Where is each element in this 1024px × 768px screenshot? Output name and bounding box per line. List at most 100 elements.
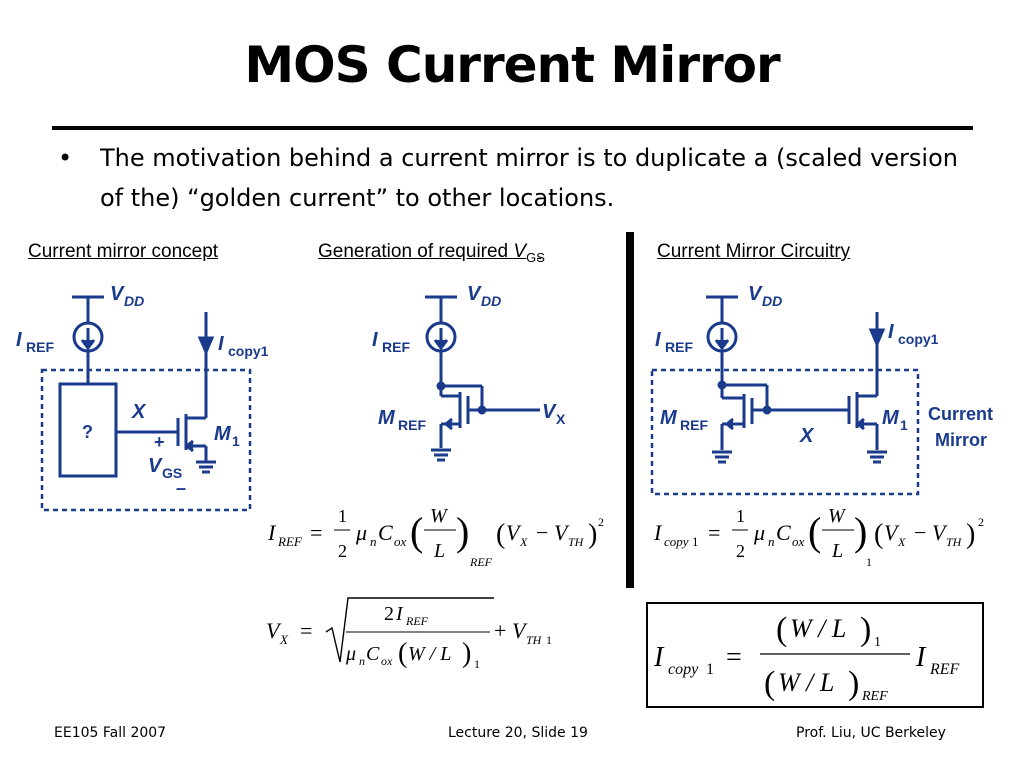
d3-mirror-label-1: Current bbox=[928, 404, 993, 424]
caption-circuitry: Current Mirror Circuitry bbox=[657, 241, 851, 262]
svg-text:2: 2 bbox=[978, 515, 984, 529]
caption-generation-text: Generation of required bbox=[318, 241, 514, 262]
d1-m1: M bbox=[214, 423, 232, 445]
svg-text:1: 1 bbox=[866, 555, 872, 569]
svg-text:+: + bbox=[494, 618, 506, 643]
svg-text:C: C bbox=[776, 520, 791, 545]
slide-title: MOS Current Mirror bbox=[244, 36, 780, 94]
d1-x: X bbox=[131, 401, 147, 423]
svg-text:(: ( bbox=[764, 665, 775, 702]
d2-vdd: V bbox=[467, 283, 482, 305]
equation-icopy: I copy 1 = 1 2 μ n C ox ( W L ) 1 ( V X … bbox=[653, 505, 984, 569]
svg-text:I: I bbox=[915, 642, 927, 673]
svg-text:μ: μ bbox=[345, 643, 356, 665]
svg-text:I: I bbox=[653, 642, 665, 673]
d3-icopy: I bbox=[888, 321, 894, 343]
svg-text:μ: μ bbox=[753, 520, 765, 545]
svg-text:I: I bbox=[653, 520, 663, 545]
d3-iref: I bbox=[655, 329, 661, 351]
svg-text:W: W bbox=[430, 505, 449, 527]
svg-text:V: V bbox=[512, 618, 528, 643]
bullet-text: The motivation behind a current mirror i… bbox=[100, 144, 958, 212]
svg-text:(: ( bbox=[496, 519, 505, 550]
d2-mref: M bbox=[378, 407, 396, 429]
d2-vx-sub: X bbox=[556, 411, 566, 427]
svg-text:W / L: W / L bbox=[408, 643, 451, 665]
svg-text:ox: ox bbox=[792, 534, 805, 549]
d3-m1-sub: 1 bbox=[900, 417, 908, 433]
svg-text:1: 1 bbox=[706, 661, 714, 678]
svg-text:V: V bbox=[266, 618, 282, 643]
svg-text:1: 1 bbox=[736, 506, 745, 526]
svg-text:(: ( bbox=[808, 509, 821, 554]
svg-text:W / L: W / L bbox=[790, 614, 846, 643]
svg-text:V: V bbox=[884, 520, 900, 545]
svg-text:): ) bbox=[848, 665, 859, 702]
d3-mref-sub: REF bbox=[680, 417, 708, 433]
d3-vdd: V bbox=[748, 283, 763, 305]
svg-text:W / L: W / L bbox=[778, 668, 834, 697]
svg-text:1: 1 bbox=[546, 633, 552, 647]
svg-text:C: C bbox=[378, 520, 393, 545]
svg-text:REF: REF bbox=[277, 534, 303, 549]
svg-text:W: W bbox=[828, 505, 847, 527]
svg-text:(: ( bbox=[874, 519, 883, 550]
svg-text:L: L bbox=[831, 540, 843, 562]
svg-text:REF: REF bbox=[469, 555, 493, 569]
concept-diagram bbox=[40, 295, 252, 512]
svg-text:2: 2 bbox=[598, 515, 604, 529]
svg-text:copy: copy bbox=[664, 534, 689, 549]
footer-right: Prof. Liu, UC Berkeley bbox=[796, 725, 946, 741]
d3-x: X bbox=[799, 425, 815, 447]
svg-text:=: = bbox=[726, 642, 742, 673]
svg-text:n: n bbox=[359, 654, 365, 668]
svg-text:TH: TH bbox=[568, 535, 585, 549]
svg-text:C: C bbox=[366, 643, 380, 665]
d1-vdd-sub: DD bbox=[124, 293, 144, 309]
svg-text:V: V bbox=[932, 520, 948, 545]
svg-text:X: X bbox=[897, 535, 906, 549]
svg-text:REF: REF bbox=[929, 661, 960, 678]
caption-generation-v: V bbox=[513, 241, 527, 262]
svg-text:μ: μ bbox=[355, 520, 367, 545]
d2-mref-sub: REF bbox=[398, 417, 426, 433]
svg-text:V: V bbox=[506, 520, 522, 545]
svg-text:(: ( bbox=[398, 638, 407, 669]
svg-text:V: V bbox=[554, 520, 570, 545]
d2-vdd-sub: DD bbox=[481, 293, 501, 309]
svg-text:=: = bbox=[708, 520, 720, 545]
d1-vdd: V bbox=[110, 283, 125, 305]
svg-text:=: = bbox=[300, 618, 312, 643]
d1-m1-sub: 1 bbox=[232, 433, 240, 449]
svg-text:2: 2 bbox=[384, 603, 394, 625]
svg-text:): ) bbox=[462, 638, 471, 669]
d1-minus: – bbox=[176, 478, 186, 498]
svg-text:2: 2 bbox=[736, 541, 745, 561]
svg-text:TH: TH bbox=[526, 633, 543, 647]
d1-vgs-sub: GS bbox=[162, 465, 182, 481]
caption-concept: Current mirror concept bbox=[28, 241, 219, 262]
svg-text:n: n bbox=[768, 534, 775, 549]
svg-text:REF: REF bbox=[405, 614, 429, 628]
svg-text:1: 1 bbox=[692, 534, 699, 549]
svg-text:−: − bbox=[914, 520, 926, 545]
svg-text:ox: ox bbox=[394, 534, 407, 549]
bullet-dot: • bbox=[58, 144, 73, 172]
d2-iref-sub: REF bbox=[382, 339, 410, 355]
svg-text:1: 1 bbox=[874, 635, 881, 650]
generation-diagram bbox=[425, 295, 540, 462]
svg-text:): ) bbox=[588, 519, 597, 550]
svg-text:1: 1 bbox=[474, 657, 480, 671]
svg-text:2: 2 bbox=[338, 541, 347, 561]
equation-vx: V X = 2 I REF μ n C ox ( W / L ) 1 + V T… bbox=[266, 597, 552, 671]
svg-text:L: L bbox=[433, 540, 445, 562]
d1-question: ? bbox=[82, 422, 93, 442]
svg-text:): ) bbox=[456, 509, 469, 554]
d2-vx: V bbox=[542, 401, 557, 423]
d1-icopy: I bbox=[218, 333, 224, 355]
d1-vgs: V bbox=[148, 455, 163, 477]
svg-text:X: X bbox=[519, 535, 528, 549]
d3-m1: M bbox=[882, 407, 900, 429]
caption-generation-sub: GS bbox=[526, 249, 545, 265]
